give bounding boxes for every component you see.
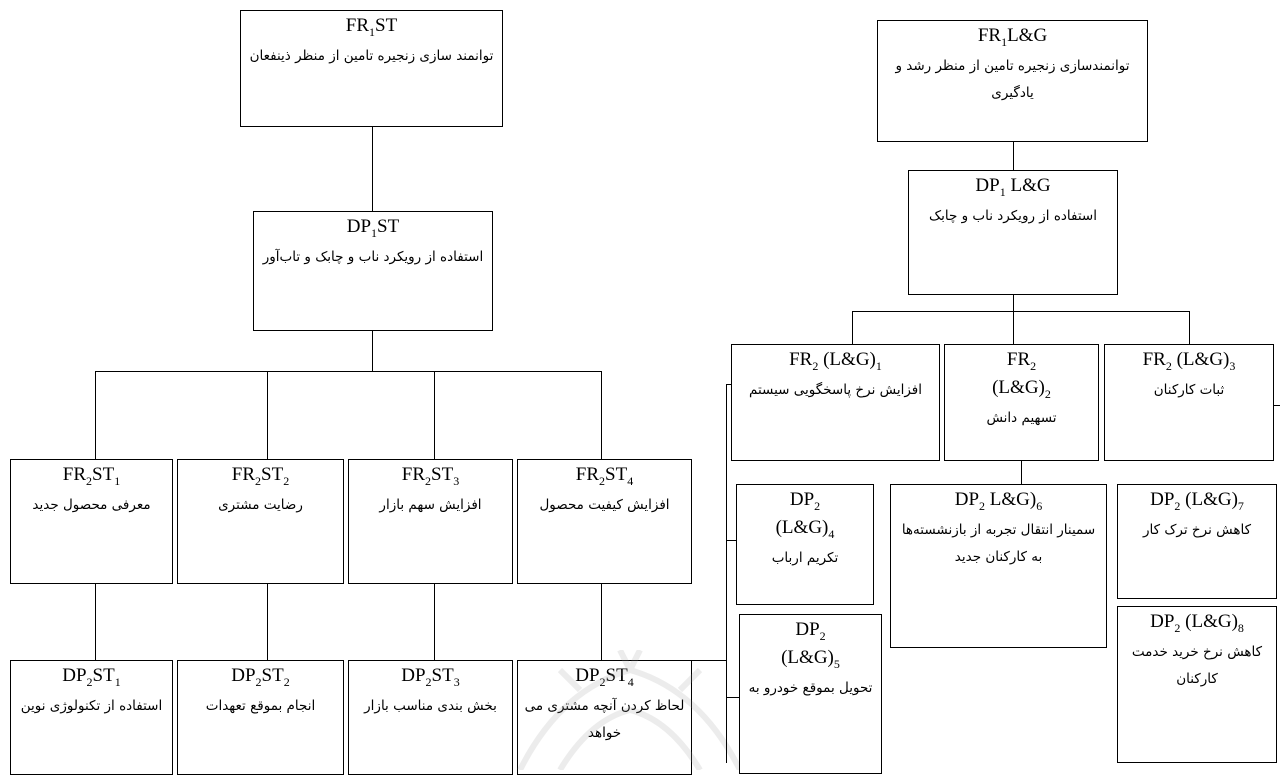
- node-label: معرفی محصول جدید: [32, 496, 151, 513]
- node-label: استفاده از تکنولوژی نوین: [20, 697, 163, 714]
- node-label: انجام بموقع تعهدات: [205, 697, 316, 714]
- left-dp1-node: DP1ST استفاده از رویکرد ناب و چابک و تاب…: [253, 211, 493, 331]
- node-code: FR2 (L&G)1: [789, 349, 882, 373]
- connector-line: [852, 311, 1189, 312]
- node-label: سمینار انتقال تجربه از بازنشسته‌ها به کا…: [901, 521, 1096, 565]
- left-fr2-node-3: FR2ST3 افزایش سهم بازار: [348, 459, 513, 584]
- connector-line: [1021, 461, 1022, 484]
- node-code: FR2ST2: [231, 464, 290, 488]
- node-label: افزایش کیفیت محصول: [539, 496, 670, 513]
- node-label: استفاده از رویکرد ناب و چابک و تاب‌آور: [262, 248, 484, 265]
- node-code: DP1ST: [346, 216, 400, 240]
- node-code: FR2ST1: [62, 464, 121, 488]
- connector-line: [1013, 311, 1014, 344]
- node-code: FR1L&G: [977, 25, 1048, 49]
- node-code: FR2: [1006, 349, 1037, 373]
- left-dp2-node-1: DP2ST1 استفاده از تکنولوژی نوین: [10, 660, 173, 775]
- connector-line: [692, 660, 726, 661]
- node-label: تسهیم دانش: [986, 409, 1057, 426]
- left-root-node: FR1ST توانمند سازی زنجیره تامین از منظر …: [240, 10, 503, 127]
- connector-line: [1013, 295, 1014, 311]
- connector-line: [726, 697, 739, 698]
- node-label: استفاده از رویکرد ناب و چابک: [929, 207, 1097, 224]
- connector-line: [95, 584, 96, 660]
- node-code: FR2ST3: [401, 464, 460, 488]
- node-code-cont: (L&G)4: [775, 516, 835, 541]
- connector-line: [1013, 142, 1014, 170]
- node-label: بخش بندی مناسب بازار: [364, 697, 497, 714]
- node-label: توانمندسازی زنجیره تامین از منظر رشد و ی…: [895, 57, 1130, 101]
- left-fr2-node-4: FR2ST4 افزایش کیفیت محصول: [517, 459, 692, 584]
- node-code: DP2ST1: [62, 665, 121, 689]
- left-dp2-node-2: DP2ST2 انجام بموقع تعهدات: [177, 660, 344, 775]
- right-dp2-node-8: DP2 (L&G)8 کاهش نرخ خرید خدمت کارکنان: [1117, 606, 1277, 763]
- left-fr2-node-1: FR2ST1 معرفی محصول جدید: [10, 459, 173, 584]
- connector-line: [95, 371, 96, 459]
- right-dp2-node-4: DP2 (L&G)4 تکریم ارباب: [736, 484, 874, 605]
- node-label: کاهش نرخ خرید خدمت کارکنان: [1131, 643, 1263, 687]
- node-code: DP2 L&G)6: [954, 489, 1043, 513]
- connector-line: [267, 584, 268, 660]
- connector-line: [726, 540, 736, 541]
- right-dp2-node-5: DP2 (L&G)5 تحویل بموقع خودرو به: [739, 614, 882, 774]
- connector-line: [372, 331, 373, 371]
- watermark-logo: [517, 650, 743, 770]
- node-code: DP2 (L&G)8: [1150, 611, 1244, 635]
- node-code-cont: (L&G)2: [992, 376, 1051, 401]
- connector-line: [726, 384, 727, 763]
- node-code: DP2 (L&G)7: [1150, 489, 1244, 513]
- connector-line: [601, 584, 602, 660]
- right-fr2-node-1: FR2 (L&G)1 افزایش نرخ پاسخگویی سیستم: [731, 344, 940, 461]
- node-label: تحویل بموقع خودرو به: [748, 679, 873, 696]
- node-code: DP2ST2: [231, 665, 290, 689]
- node-label: کاهش نرخ ترک کار: [1142, 521, 1251, 538]
- node-code: DP2: [789, 489, 821, 513]
- node-label: لحاظ کردن آنچه مشتری می خواهد: [524, 697, 685, 741]
- left-dp2-node-4: DP2ST4 لحاظ کردن آنچه مشتری می خواهد: [517, 660, 692, 775]
- left-dp2-node-3: DP2ST3 بخش بندی مناسب بازار: [348, 660, 513, 775]
- connector-line: [95, 371, 601, 372]
- connector-line: [434, 371, 435, 459]
- connector-line: [852, 311, 853, 344]
- node-label: افزایش نرخ پاسخگویی سیستم: [749, 381, 922, 398]
- connector-line: [601, 371, 602, 459]
- right-root-node: FR1L&G توانمندسازی زنجیره تامین از منظر …: [877, 20, 1148, 142]
- node-code: DP1 L&G: [975, 175, 1051, 199]
- node-label: رضایت مشتری: [218, 496, 303, 513]
- connector-line: [1189, 311, 1190, 344]
- connector-line: [726, 384, 731, 385]
- right-fr2-node-3: FR2 (L&G)3 ثبات کارکنان: [1104, 344, 1274, 461]
- node-label: افزایش سهم بازار: [379, 496, 482, 513]
- right-dp2-node-6: DP2 L&G)6 سمینار انتقال تجربه از بازنشست…: [890, 484, 1107, 648]
- node-code: DP2ST4: [575, 665, 634, 689]
- node-label: تکریم ارباب: [771, 549, 839, 566]
- node-label: ثبات کارکنان: [1153, 381, 1225, 398]
- right-fr2-node-2: FR2 (L&G)2 تسهیم دانش: [944, 344, 1099, 461]
- connector-line: [372, 127, 373, 211]
- connector-line: [267, 371, 268, 459]
- right-dp1-node: DP1 L&G استفاده از رویکرد ناب و چابک: [908, 170, 1118, 295]
- node-code: FR2ST4: [575, 464, 634, 488]
- node-code-cont: (L&G)5: [781, 646, 840, 671]
- node-label: توانمند سازی زنجیره تامین از منظر ذینفعا…: [249, 47, 494, 64]
- connector-line: [1274, 405, 1280, 406]
- connector-line: [434, 584, 435, 660]
- node-code: FR1ST: [345, 15, 398, 39]
- node-code: DP2: [795, 619, 826, 643]
- node-code: DP2ST3: [401, 665, 460, 689]
- right-dp2-node-7: DP2 (L&G)7 کاهش نرخ ترک کار: [1117, 484, 1277, 599]
- left-fr2-node-2: FR2ST2 رضایت مشتری: [177, 459, 344, 584]
- node-code: FR2 (L&G)3: [1142, 349, 1236, 373]
